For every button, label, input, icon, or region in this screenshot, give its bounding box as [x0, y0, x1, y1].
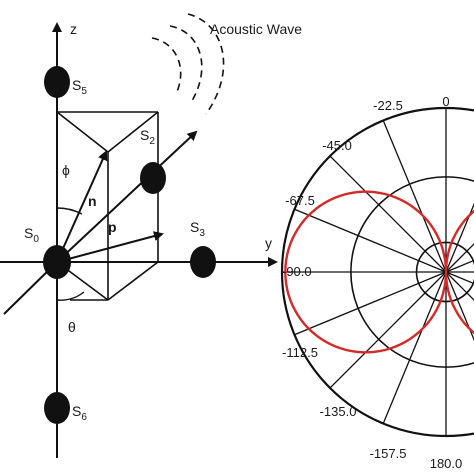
- sensor-s0: [43, 245, 71, 279]
- polar-spoke: [382, 120, 447, 273]
- phi-arc: [56, 207, 83, 215]
- polar-label-m157: -157.5: [370, 446, 407, 461]
- sensor-s3: [190, 246, 216, 278]
- acoustic-wavefront-icon: [151, 13, 225, 115]
- sensor-s3-label: S3: [190, 219, 205, 239]
- polar-spoke: [445, 271, 474, 301]
- polar-label-m112: -112.5: [282, 345, 318, 360]
- polar-grid: [280, 106, 474, 438]
- sensor-s0-label: S0: [24, 225, 39, 245]
- polar-label-m90: -90.0: [282, 264, 312, 279]
- sensor-s2: [140, 162, 166, 194]
- theta-arc: [56, 291, 85, 301]
- polar-spoke: [294, 271, 447, 336]
- polar-spoke: [329, 155, 447, 273]
- vector-p-label: p: [108, 219, 117, 235]
- polar-label-m22: -22.5: [373, 98, 403, 113]
- sensor-s2-label: S2: [140, 127, 155, 147]
- sensor-s6-label: S6: [72, 403, 87, 423]
- polar-spoke: [445, 271, 474, 285]
- theta-label: θ: [68, 319, 76, 335]
- polar-pattern-curve: [284, 190, 474, 354]
- polar-spoke: [445, 202, 474, 273]
- polar-spoke: [329, 271, 447, 389]
- sensor-s5: [44, 66, 70, 98]
- acoustic-wave-label: Acoustic Wave: [210, 21, 302, 37]
- polar-spoke: [382, 271, 447, 424]
- polar-label-0: 0: [442, 94, 449, 109]
- polar-spoke: [445, 243, 474, 273]
- sensor-s5-label: S5: [72, 77, 87, 97]
- y-axis-label: y: [265, 235, 272, 251]
- vector-n-label: n: [88, 193, 97, 209]
- polar-spoke: [294, 208, 447, 273]
- z-axis-label: z: [70, 21, 77, 37]
- polar-label-m45: -45.0: [322, 138, 352, 153]
- polar-spoke: [445, 259, 474, 273]
- polar-label-180: 180.0: [430, 456, 463, 471]
- polar-spoke: [445, 271, 474, 342]
- vector-n: [56, 150, 108, 263]
- phi-label: ϕ: [62, 162, 70, 178]
- polar-label-m67: -67.5: [285, 193, 315, 208]
- polar-label-m135: -135.0: [320, 404, 357, 419]
- sensor-s6: [44, 392, 70, 424]
- vector-p: [56, 231, 164, 263]
- polar-plot: 0 -22.5 -45.0 -67.5 -90.0 -112.5 -135.0 …: [280, 94, 474, 471]
- wave-direction-line: [56, 130, 198, 263]
- geometry-diagram: z y n p ϕ θ: [0, 13, 302, 458]
